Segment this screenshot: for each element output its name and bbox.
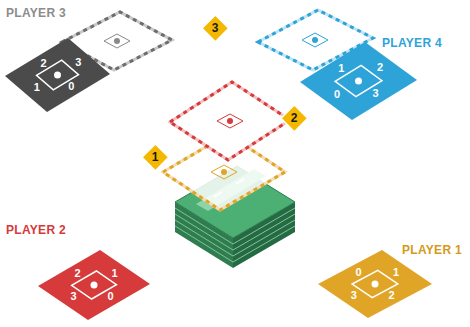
board-icon: [54, 72, 61, 79]
tile-icon: [221, 169, 227, 175]
tile-stripes: [62, 12, 172, 70]
player-label: PLAYER 4: [382, 37, 442, 49]
board-icon: [372, 281, 379, 288]
player-board: PLAYER 22130: [38, 250, 150, 320]
board-number: 0: [355, 267, 361, 278]
board-number: 0: [107, 291, 113, 302]
player-label: PLAYER 3: [6, 7, 66, 19]
board-number: 3: [373, 88, 379, 99]
callout-fill: [142, 144, 169, 171]
tile-icon-frame: [211, 165, 237, 179]
board-number: 0: [68, 81, 74, 92]
board-shape: [318, 250, 432, 318]
board-number: 2: [74, 268, 80, 279]
board-icon: [355, 78, 362, 85]
tile-outline: [170, 82, 290, 160]
tile-icon: [114, 38, 120, 44]
player-label: PLAYER 1: [402, 244, 462, 256]
tile-outline: [62, 12, 172, 70]
board-shape: [300, 42, 417, 120]
tile-icon: [227, 118, 233, 124]
board-number: 2: [388, 290, 394, 301]
board-number: 3: [75, 57, 81, 68]
tile-icon-frame: [302, 33, 328, 47]
board-number: 3: [70, 291, 76, 302]
board-shape: [5, 38, 110, 112]
board-fill: [38, 250, 150, 320]
board-fill: [318, 250, 432, 318]
board-fill: [300, 42, 417, 120]
board-number: 0: [334, 89, 340, 100]
tile-icon-frame: [104, 34, 130, 48]
callout-diamond: 2: [280, 104, 309, 133]
callout-diamond: 3: [201, 14, 230, 43]
tile-icon-frame: [217, 114, 243, 128]
board-shape: [38, 250, 150, 320]
callout-diamond: 1: [141, 143, 170, 172]
tile-icon: [312, 37, 318, 43]
callout-fill: [202, 15, 229, 42]
board-icon: [91, 282, 98, 289]
board-number: 2: [41, 58, 47, 69]
board-number: 1: [111, 268, 117, 279]
board-number: 3: [351, 290, 357, 301]
player-board: PLAYER 32310: [5, 38, 110, 112]
tile-stripes: [170, 82, 290, 160]
board-fill: [5, 38, 110, 112]
player-label: PLAYER 2: [6, 224, 66, 236]
player-board: PLAYER 10132: [318, 250, 432, 318]
callout-number: 2: [291, 112, 298, 124]
player-board: PLAYER 41203: [300, 42, 417, 120]
board-number: 1: [34, 82, 40, 93]
board-number: 2: [377, 62, 383, 73]
board-number: 1: [393, 267, 399, 278]
callout-number: 1: [152, 151, 159, 163]
board-number: 1: [338, 63, 344, 74]
callout-fill: [281, 105, 308, 132]
callout-number: 3: [212, 22, 219, 34]
